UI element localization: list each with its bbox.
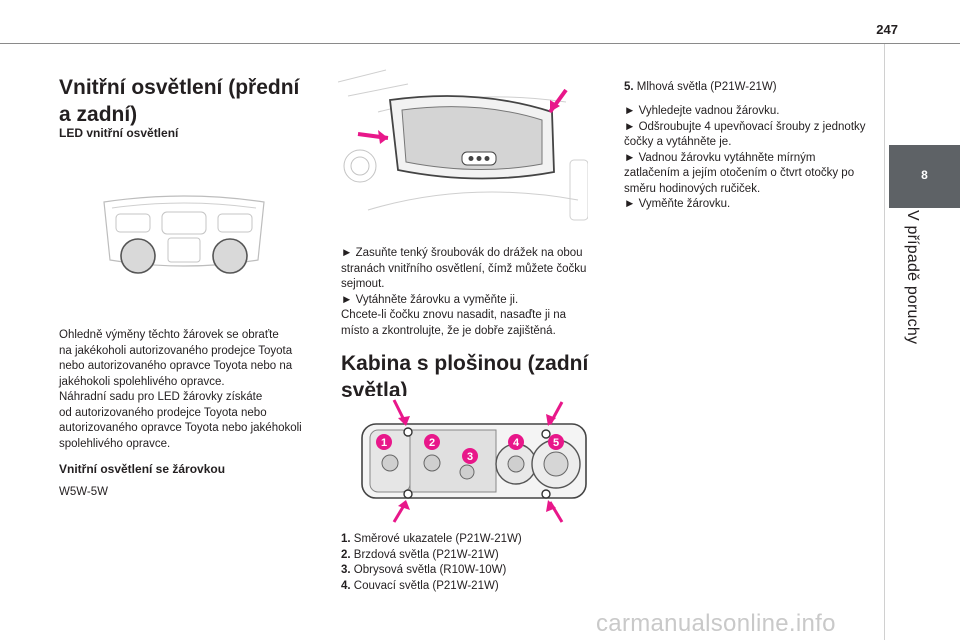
text-line: ► Zasuňte tenký šroubovák do drážek na o…: [341, 247, 583, 259]
callout-label: 4: [513, 437, 520, 449]
text-line: ► Vadnou žárovku vytáhněte mírným: [624, 151, 816, 164]
text-line: nebo autorizovaného opravce Toyota nebo …: [59, 360, 293, 372]
chapter-tab[interactable]: [889, 145, 960, 208]
text-line: ► Odšroubujte 4 upevňovací šrouby z jedn…: [624, 120, 866, 133]
top-rule: [0, 43, 960, 44]
bulb-type: W5W-5W: [59, 486, 108, 498]
text-line: zatlačením a jejím otočením o čtvrt otoč…: [624, 167, 855, 179]
callout-label: 1: [381, 437, 387, 449]
interior-light-removal-illustration: [338, 60, 588, 230]
list-text: Brzdová světla (P21W-21W): [353, 548, 499, 561]
section-title-line: a zadní): [59, 103, 138, 126]
callout-2: 2: [424, 434, 440, 450]
section-title-line: Vnitřní osvětlení (přední: [59, 76, 300, 99]
fog-light-item: 5. Mlhová světla (P21W-21W): [624, 80, 777, 96]
list-number: 1.: [341, 533, 351, 545]
list-text: Obrysová světla (R10W-10W): [353, 564, 507, 576]
led-interior-light-illustration: [98, 190, 270, 280]
callout-3: 3: [462, 448, 478, 464]
list-number: 2.: [341, 548, 351, 561]
callout-label: 3: [467, 451, 473, 463]
rear-light-illustration: 1 2 3 4 5: [350, 396, 590, 526]
list-text: Couvací světla (P21W-21W): [353, 579, 499, 592]
text-line: sejmout.: [341, 278, 385, 290]
text-line: Náhradní sadu pro LED žárovky získáte: [59, 391, 263, 403]
list-item: 2. Brzdová světla (P21W-21W): [341, 548, 601, 564]
callout-label: 2: [429, 437, 435, 449]
callout-1: 1: [376, 434, 392, 450]
text-line: místo a zkontrolujte, že je dobře zajišt…: [341, 324, 556, 337]
callout-label: 5: [553, 437, 559, 449]
led-replacement-text: Ohledně výměny těchto žárovek se obraťte…: [59, 328, 329, 452]
text-line: ► Vytáhněte žárovku a vyměňte ji.: [341, 293, 519, 306]
callout-4: 4: [508, 434, 524, 450]
chapter-tab-number: 8: [921, 168, 928, 182]
rear-light-list: 1. Směrové ukazatele (P21W-21W) 2. Brzdo…: [341, 532, 601, 594]
list-number: 5.: [624, 81, 634, 93]
callout-5: 5: [548, 434, 564, 450]
text-line: čočky a vytáhněte je.: [624, 136, 732, 148]
text-line: jakéhokoli spolehlivého opravce.: [59, 375, 225, 388]
subheading-bulb: Vnitřní osvětlení se žárovkou: [59, 462, 226, 476]
list-text: Směrové ukazatele (P21W-21W): [353, 533, 522, 545]
chapter-title: V případě poruchy: [904, 210, 921, 345]
side-rule: [884, 44, 885, 640]
list-text: Mlhová světla (P21W-21W): [636, 81, 777, 93]
list-item: 4. Couvací světla (P21W-21W): [341, 579, 601, 595]
section-title-line: Kabina s plošinou (zadní: [341, 352, 589, 375]
text-line: stranách vnitřního osvětlení, čímž můžet…: [341, 262, 587, 275]
text-line: na jakékoholi autorizovaného prodejce To…: [59, 344, 293, 357]
fog-light-steps: ► Vyhledejte vadnou žárovku. ► Odšroubuj…: [624, 104, 884, 213]
text-line: Chcete-li čočku znovu nasadit, nasaďte j…: [341, 309, 567, 321]
list-item: 1. Směrové ukazatele (P21W-21W): [341, 532, 601, 548]
list-number: 3.: [341, 564, 351, 576]
text-line: spolehlivého opravce.: [59, 437, 171, 450]
text-line: ► Vyhledejte vadnou žárovku.: [624, 105, 780, 117]
text-line: autorizovaného opravce Toyota nebo jakéh…: [59, 422, 302, 434]
text-line: ► Vyměňte žárovku.: [624, 198, 731, 210]
watermark: carmanualsonline.info: [596, 610, 836, 637]
section-title-interior-light: Vnitřní osvětlení (přední a zadní): [59, 74, 299, 128]
list-item: 3. Obrysová světla (R10W-10W): [341, 563, 601, 579]
text-line: směru hodinových ručiček.: [624, 182, 761, 195]
list-number: 4.: [341, 579, 351, 592]
subheading-led: LED vnitřní osvětlení: [59, 126, 179, 140]
text-line: Ohledně výměny těchto žárovek se obraťte: [59, 329, 279, 341]
page-number: 247: [876, 22, 898, 37]
text-line: od autorizovaného prodejce Toyota nebo: [59, 406, 267, 419]
interior-light-steps: ► Zasuňte tenký šroubovák do drážek na o…: [341, 246, 611, 339]
